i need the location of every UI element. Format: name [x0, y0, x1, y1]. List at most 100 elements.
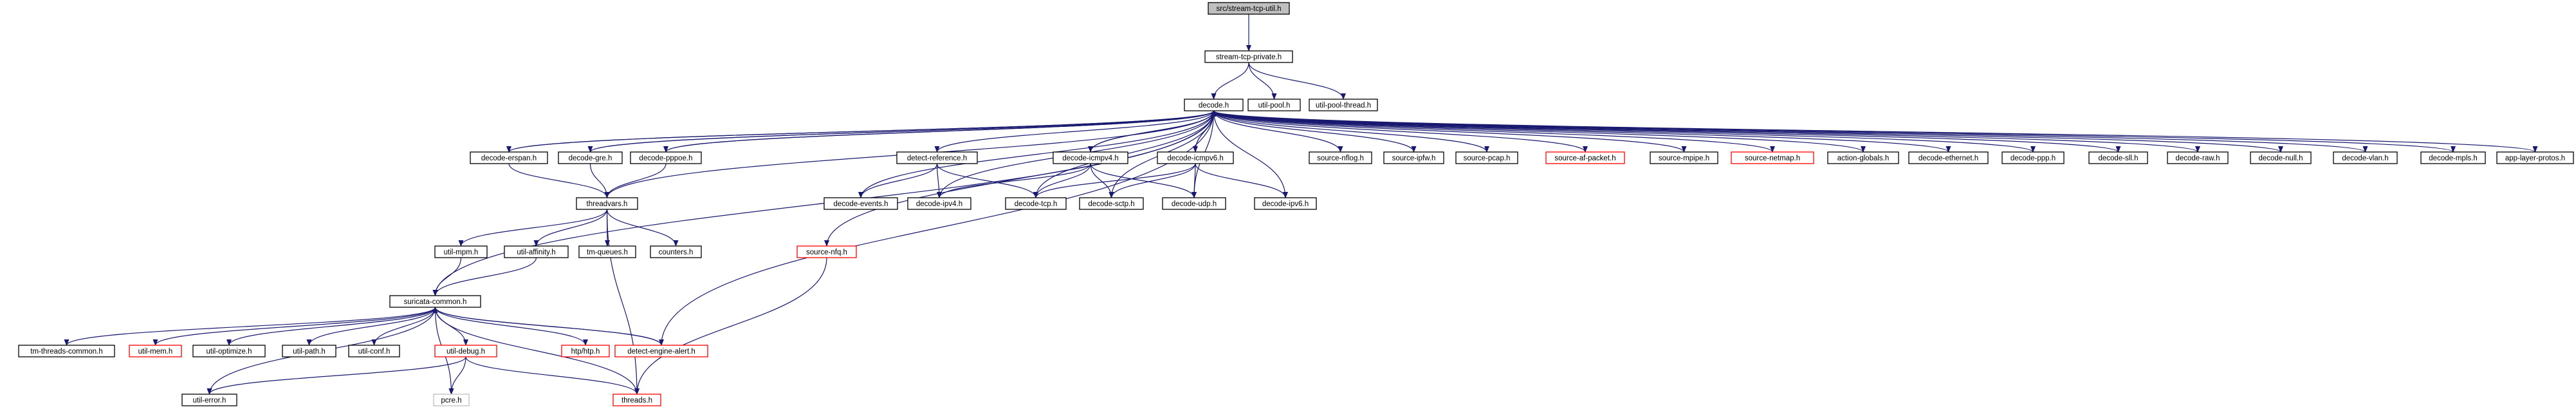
edge-decode-to-source_nflog [1213, 110, 1343, 153]
node-app-layer-protos[interactable]: app-layer-protos.h [2496, 151, 2574, 164]
node-decode-null[interactable]: decode-null.h [2250, 151, 2312, 164]
node-decode-erspan[interactable]: decode-erspan.h [470, 151, 548, 164]
node-decode-ethernet[interactable]: decode-ethernet.h [1908, 151, 1989, 164]
node-label: pcre.h [441, 397, 462, 404]
node-label: source-ipfw.h [1392, 155, 1436, 162]
edge-decode_erspan-to-decode [508, 110, 1217, 153]
edge-decode_icmpv6-to-decode_udp [1191, 163, 1197, 198]
node-decode-udp[interactable]: decode-udp.h [1162, 197, 1226, 210]
node-label: detect-reference.h [907, 155, 967, 162]
node-util-mem[interactable]: util-mem.h [129, 345, 182, 357]
node-decode-sctp[interactable]: decode-sctp.h [1079, 197, 1144, 210]
node-source-ipfw[interactable]: source-ipfw.h [1383, 151, 1444, 164]
node-label: suricata-common.h [404, 298, 467, 306]
node-decode-gre[interactable]: decode-gre.h [558, 151, 623, 164]
node-label: decode-icmpv6.h [1167, 155, 1224, 162]
node-decode-sll[interactable]: decode-sll.h [2088, 151, 2148, 164]
node-source-nflog[interactable]: source-nflog.h [1309, 151, 1372, 164]
edge-suricata_common-to-util_optimize [226, 307, 436, 346]
node-detect-reference[interactable]: detect-reference.h [896, 151, 978, 164]
node-decode-events[interactable]: decode-events.h [823, 197, 898, 210]
edge-threadvars-to-counters [606, 209, 679, 247]
node-label: source-pcap.h [1464, 155, 1511, 162]
node-util-pool-thread[interactable]: util-pool-thread.h [1309, 99, 1378, 111]
node-label: util-affinity.h [517, 249, 555, 256]
node-util-pool[interactable]: util-pool.h [1247, 99, 1301, 111]
node-label: source-af-packet.h [1554, 155, 1615, 162]
node-decode[interactable]: decode.h [1184, 99, 1244, 111]
edge-decode-to-decode_raw [1213, 110, 2200, 153]
edge-suricata_common-to-util_mem [152, 307, 436, 346]
node-source-af-packet[interactable]: source-af-packet.h [1545, 151, 1625, 164]
node-label: decode-null.h [2258, 155, 2303, 162]
edge-decode-to-detect_reference [934, 110, 1215, 153]
node-tm-threads-common[interactable]: tm-threads-common.h [18, 345, 115, 357]
node-suricata-common[interactable]: suricata-common.h [389, 295, 481, 308]
header-nodes: src/stream-tcp-util.h stream-tcp-private… [18, 2, 2574, 406]
node-util-affinity[interactable]: util-affinity.h [504, 245, 569, 258]
node-label: decode-ethernet.h [1918, 155, 1978, 162]
node-util-path[interactable]: util-path.h [282, 345, 336, 357]
node-label: tm-threads-common.h [30, 348, 102, 356]
node-label: decode-ipv6.h [1262, 200, 1309, 208]
node-detect-engine-alert[interactable]: detect-engine-alert.h [614, 345, 708, 357]
node-pcre[interactable]: pcre.h [433, 394, 470, 406]
node-decode-ipv4[interactable]: decode-ipv4.h [907, 197, 971, 210]
node-decode-ppp[interactable]: decode-ppp.h [2001, 151, 2065, 164]
edge-decode_erspan-to-threadvars [508, 163, 610, 198]
edge-decode_gre-to-decode [589, 110, 1217, 153]
node-label: stream-tcp-private.h [1216, 53, 1282, 61]
node-decode-vlan[interactable]: decode-vlan.h [2333, 151, 2398, 164]
node-counters[interactable]: counters.h [650, 245, 702, 258]
node-decode-tcp[interactable]: decode-tcp.h [1005, 197, 1067, 210]
node-tm-queues[interactable]: tm-queues.h [578, 245, 636, 258]
node-htp[interactable]: htp/htp.h [561, 345, 610, 357]
node-label: source-mpipe.h [1659, 155, 1709, 162]
edge-source_nfq-to-threads [634, 257, 827, 395]
edge-decode-to-source_af_packet [1213, 110, 1588, 153]
node-label: source-nflog.h [1317, 155, 1364, 162]
node-util-conf[interactable]: util-conf.h [348, 345, 400, 357]
edge-decode-to-decode_ethernet [1213, 110, 1951, 153]
node-util-mpm[interactable]: util-mpm.h [434, 245, 488, 258]
node-label: threadvars.h [587, 200, 628, 208]
edge-decode-to-source_ipfw [1213, 110, 1417, 153]
node-label: util-path.h [293, 348, 326, 356]
node-util-error[interactable]: util-error.h [181, 394, 237, 406]
node-source-pcap[interactable]: source-pcap.h [1455, 151, 1518, 164]
node-root[interactable]: src/stream-tcp-util.h [1208, 2, 1290, 15]
node-source-netmap[interactable]: source-netmap.h [1731, 151, 1814, 164]
node-label: decode-vlan.h [2342, 155, 2388, 162]
edge-decode-to-decode_null [1213, 110, 2283, 153]
edge-detect_engine_alert-to-decode [661, 110, 1217, 346]
node-label: util-error.h [193, 397, 226, 404]
edge-decode_icmpv4-to-decode_udp [1090, 163, 1197, 198]
node-source-nfq[interactable]: source-nfq.h [796, 245, 857, 258]
node-label: source-nfq.h [806, 249, 847, 256]
node-label: src/stream-tcp-util.h [1217, 5, 1282, 13]
edge-decode_icmpv4-to-decode_ipv4 [937, 163, 1091, 198]
node-label: util-debug.h [446, 348, 485, 356]
node-stream-tcp-private[interactable]: stream-tcp-private.h [1204, 50, 1293, 63]
node-label: decode-gre.h [569, 155, 612, 162]
edge-decode-to-source_pcap [1213, 110, 1489, 153]
node-label: decode-icmpv4.h [1062, 155, 1119, 162]
node-label: util-pool.h [1258, 102, 1291, 109]
edge-decode-to-decode_ipv6 [1213, 110, 1288, 198]
node-util-optimize[interactable]: util-optimize.h [192, 345, 266, 357]
edge-decode-to-source_nfq [824, 110, 1215, 247]
node-decode-mpls[interactable]: decode-mpls.h [2420, 151, 2486, 164]
node-decode-icmpv4[interactable]: decode-icmpv4.h [1053, 151, 1128, 164]
node-label: detect-engine-alert.h [627, 348, 695, 356]
node-action-globals[interactable]: action-globals.h [1827, 151, 1899, 164]
node-decode-raw[interactable]: decode-raw.h [2167, 151, 2229, 164]
node-label: decode-mpls.h [2429, 155, 2477, 162]
node-util-debug[interactable]: util-debug.h [434, 345, 497, 357]
node-decode-ipv6[interactable]: decode-ipv6.h [1254, 197, 1317, 210]
node-source-mpipe[interactable]: source-mpipe.h [1650, 151, 1718, 164]
node-decode-pppoe[interactable]: decode-pppoe.h [630, 151, 702, 164]
node-decode-icmpv6[interactable]: decode-icmpv6.h [1157, 151, 1234, 164]
node-threads[interactable]: threads.h [612, 394, 661, 406]
edge-decode_icmpv4-to-decode_tcp [1033, 163, 1091, 198]
node-threadvars[interactable]: threadvars.h [576, 197, 638, 210]
